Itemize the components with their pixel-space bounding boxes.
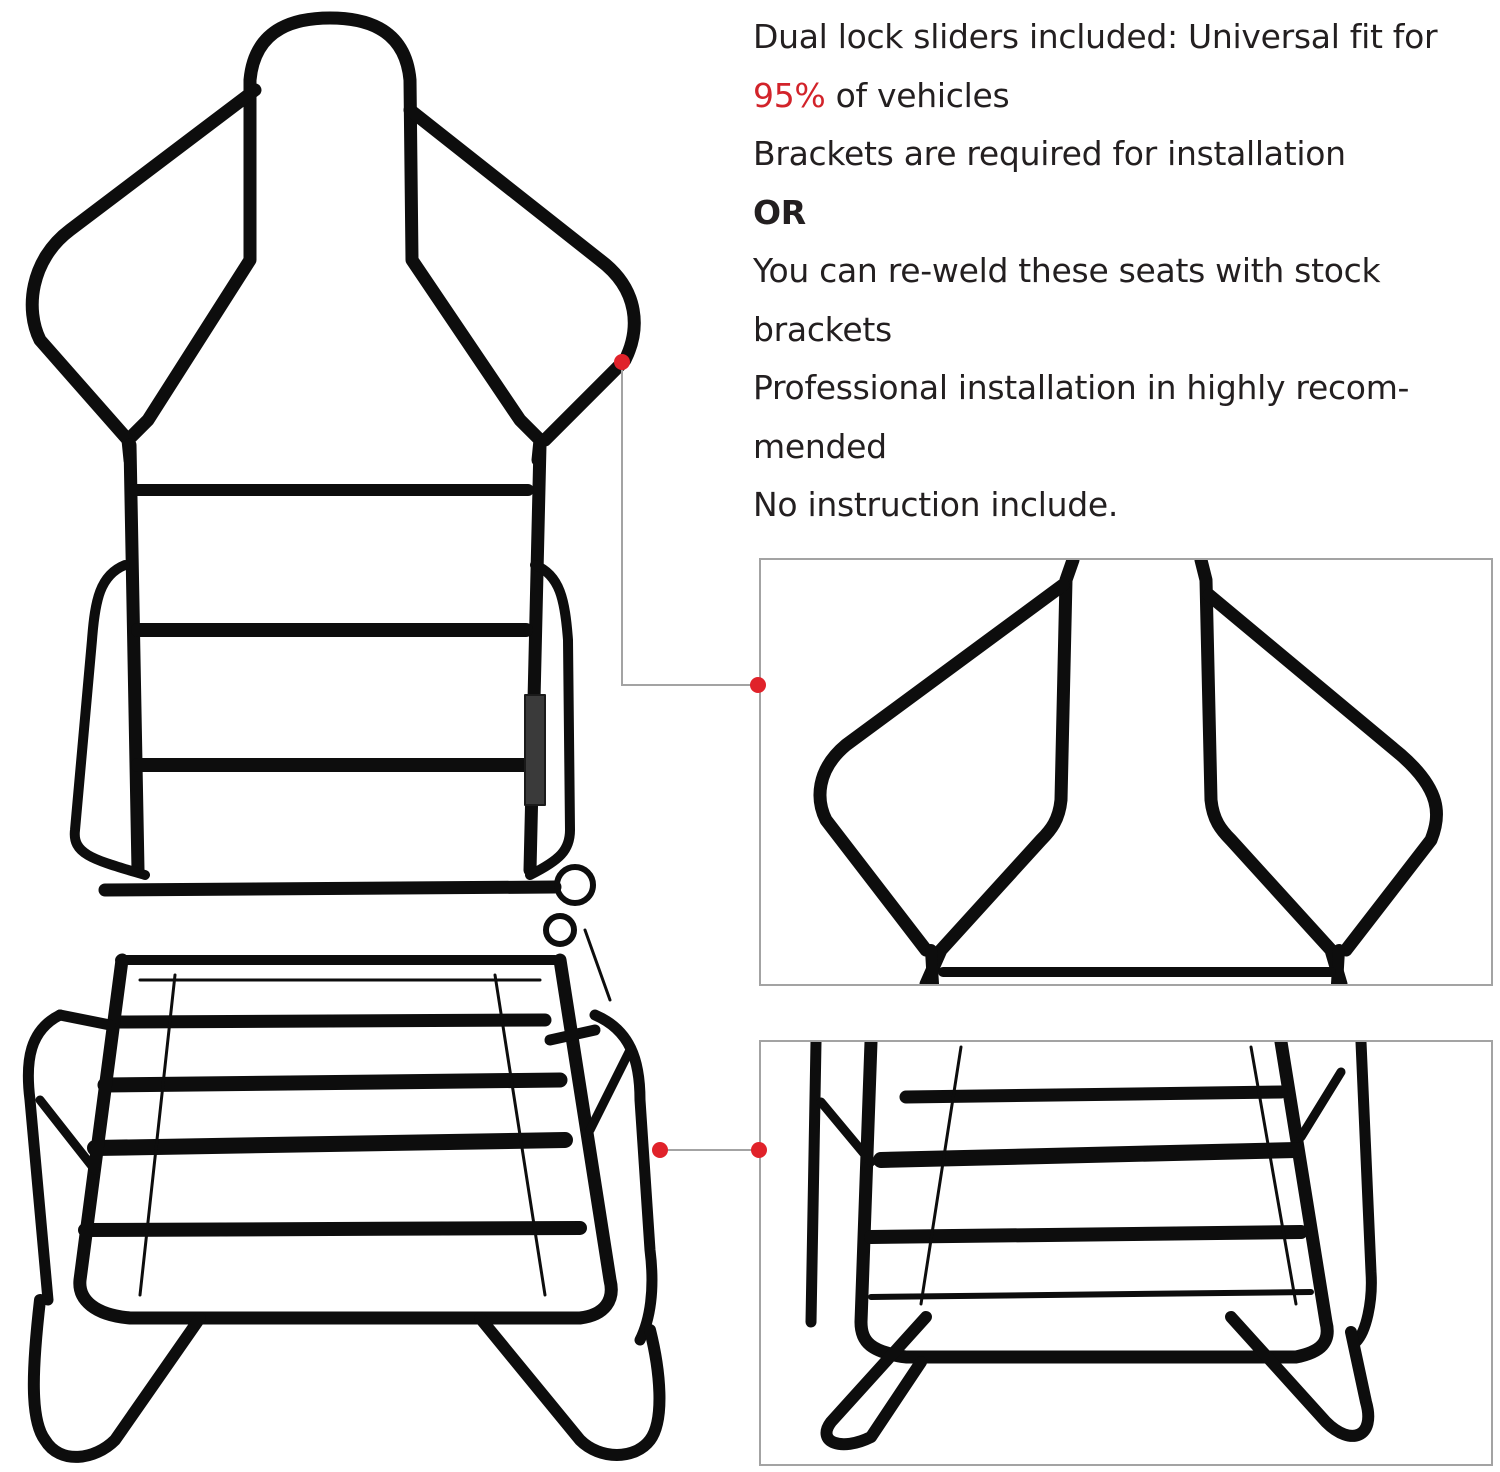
backrest-frame-icon (813, 560, 1443, 984)
feature-text: Professional installation in highly reco… (753, 368, 1410, 407)
feature-line-reweld-cont: brackets (753, 301, 1500, 360)
seat-base-frame-icon (805, 1042, 1377, 1451)
backrest-detail-image (759, 558, 1493, 986)
seat-frame-icon (22, 11, 666, 1463)
feature-text: mended (753, 426, 887, 466)
seat-base-detail-image (759, 1040, 1493, 1466)
feature-line-fit: 95% of vehicles (753, 67, 1500, 126)
feature-text: of vehicles (825, 75, 1010, 115)
feature-line-brackets: Brackets are required for installation (753, 125, 1500, 184)
feature-line-sliders: Dual lock sliders included: Universal fi… (753, 8, 1500, 67)
fit-percentage: 95% (753, 75, 826, 115)
feature-text: Brackets are required for installation (753, 134, 1346, 173)
feature-line-no-instruction: No instruction include. (753, 476, 1500, 535)
feature-line-professional-cont: mended (753, 418, 1500, 477)
feature-line-professional: Professional installation in highly reco… (753, 359, 1500, 418)
feature-text: brackets (753, 309, 892, 349)
feature-text: No instruction include. (753, 485, 1119, 524)
feature-list: Dual lock sliders included: Universal fi… (753, 8, 1500, 535)
feature-text: You can re-weld these seats with stock (753, 251, 1381, 290)
seat-frame-main-image (0, 0, 700, 1468)
feature-line-reweld: You can re-weld these seats with stock (753, 242, 1500, 301)
feature-line-or: OR (753, 184, 1500, 243)
feature-text: Dual lock sliders included: Universal fi… (753, 17, 1438, 56)
or-separator: OR (753, 192, 806, 232)
